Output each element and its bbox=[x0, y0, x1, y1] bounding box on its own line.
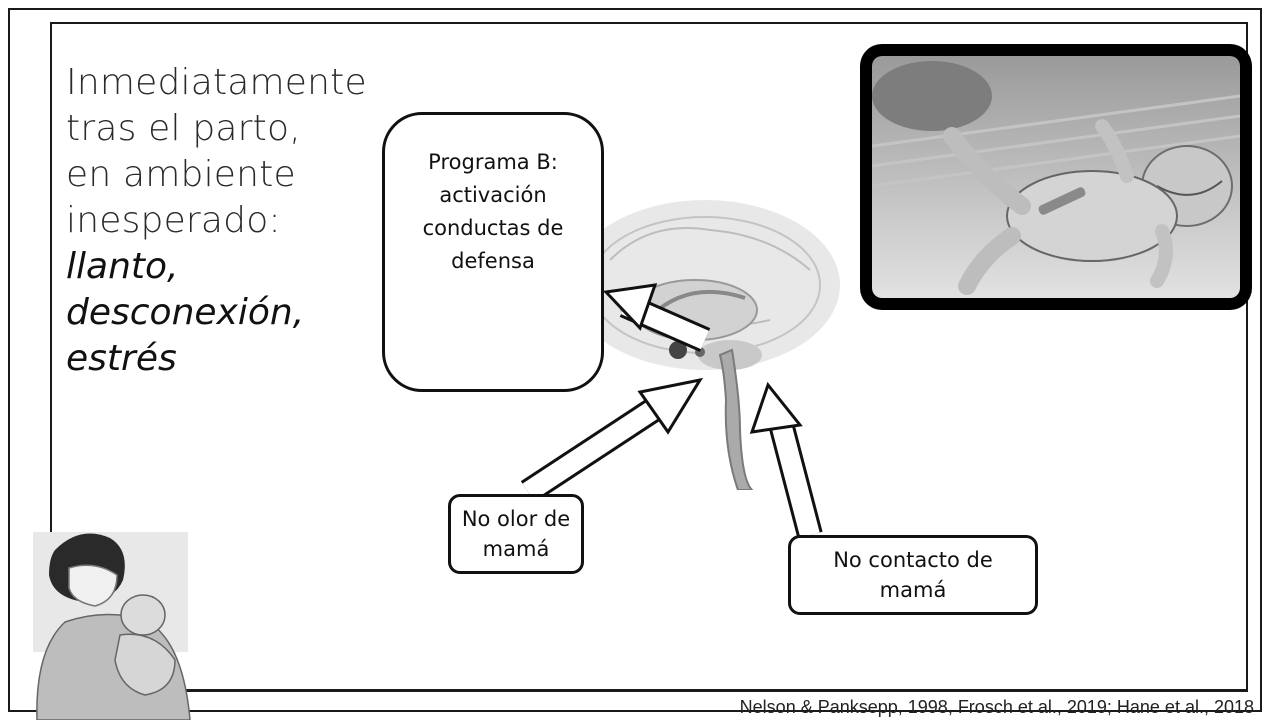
touch-line: No contacto de bbox=[833, 548, 993, 572]
smell-line: mamá bbox=[482, 537, 550, 561]
slide-title: Inmediatamente tras el parto, en ambient… bbox=[66, 60, 396, 382]
mother-breastfeeding-illustration bbox=[33, 532, 191, 720]
title-line: Inmediatamente bbox=[66, 62, 367, 103]
newborn-photo bbox=[860, 44, 1252, 310]
slide-inner-frame bbox=[50, 22, 1248, 692]
citation: Nelson & Panksepp, 1998, Frosch et al., … bbox=[739, 697, 1254, 717]
newborn-photo-image bbox=[872, 56, 1240, 298]
program-line: activación bbox=[439, 183, 547, 207]
program-b-box: Programa B: activación conductas de defe… bbox=[382, 112, 604, 392]
program-line: defensa bbox=[451, 249, 535, 273]
slide-outer-frame bbox=[8, 8, 1262, 712]
title-line: en ambiente bbox=[66, 154, 296, 195]
title-line: inesperado: bbox=[66, 200, 281, 241]
no-contact-box: No contacto de mamá bbox=[788, 535, 1038, 615]
program-line: conductas de bbox=[422, 216, 564, 240]
title-line: tras el parto, bbox=[66, 108, 301, 149]
emphasis-line: llanto, bbox=[66, 246, 179, 287]
emphasis-line: desconexión, bbox=[66, 292, 305, 333]
program-line: Programa B: bbox=[428, 150, 558, 174]
emphasis-line: estrés bbox=[66, 338, 177, 379]
smell-line: No olor de bbox=[461, 507, 571, 531]
no-smell-box: No olor de mamá bbox=[448, 494, 584, 574]
touch-line: mamá bbox=[879, 578, 947, 602]
